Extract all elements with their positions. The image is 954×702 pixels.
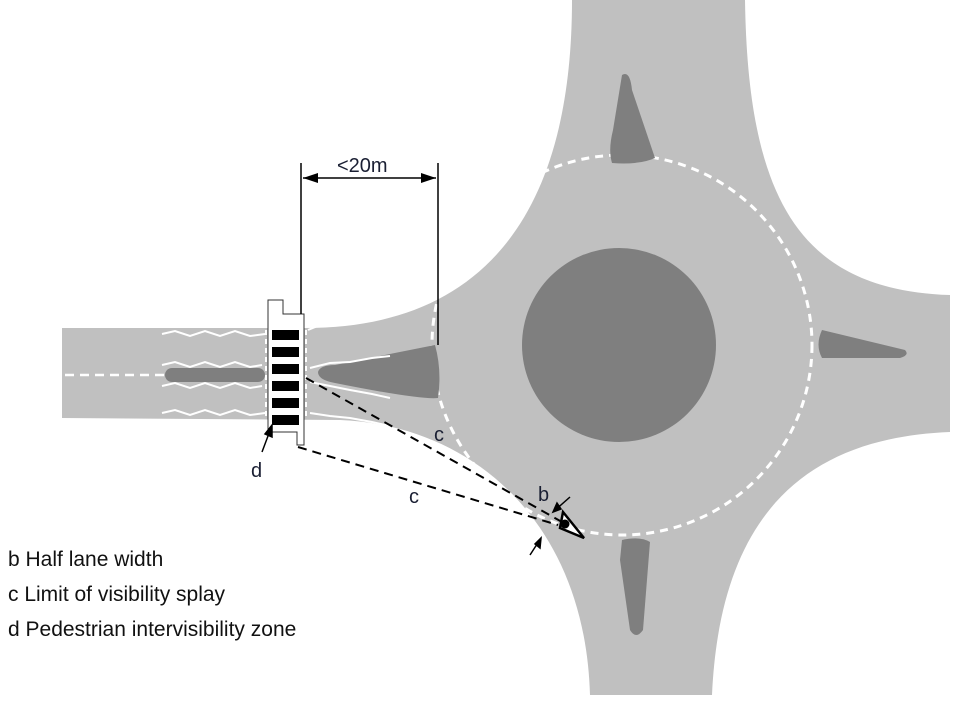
dimension-20m <box>300 163 439 345</box>
intervisibility-arrow <box>261 422 273 453</box>
zigzag-markings <box>161 315 391 427</box>
legend-item-c: c Limit of visibility splay <box>8 583 226 606</box>
central-island <box>522 248 716 442</box>
road-surface <box>62 0 950 695</box>
eye-icon <box>558 509 585 540</box>
median-island-left <box>165 368 265 382</box>
dimension-label: <20m <box>337 155 388 177</box>
label-d: d <box>251 460 262 482</box>
splitter-island-top <box>610 74 655 164</box>
roundabout-dashed-edge <box>430 153 814 537</box>
splitter-island-right <box>818 330 907 358</box>
splitter-island-bottom <box>620 538 650 635</box>
visibility-splay-lines <box>297 377 563 526</box>
pedestrian-crossing <box>265 299 307 446</box>
label-b: b <box>538 484 549 506</box>
half-lane-arrows <box>529 496 571 556</box>
label-c-lower: c <box>409 486 419 508</box>
legend: b Half lane width c Limit of visibility … <box>8 542 296 647</box>
legend-item-b: b Half lane width <box>8 548 164 571</box>
splitter-island-left <box>318 345 440 399</box>
legend-item-d: d Pedestrian intervisibility zone <box>8 618 297 641</box>
label-c-upper: c <box>434 424 444 446</box>
